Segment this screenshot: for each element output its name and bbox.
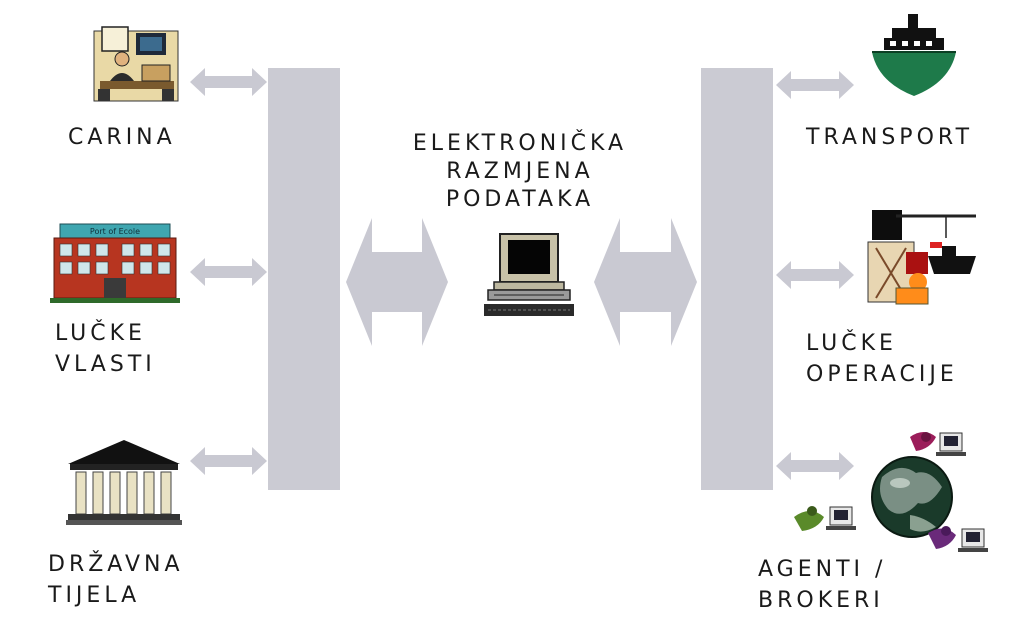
left-bus-bar bbox=[268, 68, 340, 490]
arrow-transport bbox=[776, 71, 854, 99]
label-lucke-vlasti: LUČKE VLASTI bbox=[55, 318, 156, 380]
ship-icon bbox=[872, 14, 956, 96]
label-carina: CARINA bbox=[68, 122, 176, 153]
center-label-line: PODATAKA bbox=[445, 187, 595, 212]
arrow-lucke-vlasti bbox=[190, 258, 267, 286]
label-line: OPERACIJE bbox=[806, 362, 958, 387]
port-authority-building-icon: Port of Ecole bbox=[50, 223, 180, 303]
label-line: BROKERI bbox=[758, 588, 884, 613]
port-crane-icon bbox=[867, 210, 976, 305]
computer-icon bbox=[484, 233, 574, 316]
building-sign: Port of Ecole bbox=[90, 227, 140, 236]
label-line: VLASTI bbox=[55, 352, 156, 377]
arrow-carina bbox=[190, 68, 267, 96]
office-worker-icon bbox=[93, 26, 179, 102]
center-label-line: ELEKTRONIČKA bbox=[412, 131, 628, 156]
label-line: AGENTI / bbox=[758, 557, 887, 582]
arrow-center-left bbox=[346, 218, 448, 346]
label-line: TIJELA bbox=[48, 583, 141, 608]
label-lucke-operacije: LUČKE OPERACIJE bbox=[806, 328, 958, 390]
label-line: LUČKE bbox=[55, 321, 146, 346]
label-drzavna-tijela: DRŽAVNA TIJELA bbox=[48, 549, 184, 611]
label-transport: TRANSPORT bbox=[806, 122, 973, 153]
label-line: DRŽAVNA bbox=[48, 552, 184, 577]
center-label: ELEKTRONIČKA RAZMJENA PODATAKA bbox=[380, 130, 660, 214]
label-line: LUČKE bbox=[806, 331, 897, 356]
arrow-center-right bbox=[594, 218, 697, 346]
arrow-lucke-operacije bbox=[776, 261, 854, 289]
arrow-agenti-brokeri bbox=[776, 452, 854, 480]
government-building-icon bbox=[66, 440, 182, 525]
label-line: TRANSPORT bbox=[806, 125, 974, 150]
arrow-drzavna-tijela bbox=[190, 447, 267, 475]
right-bus-bar bbox=[701, 68, 773, 490]
center-label-line: RAZMJENA bbox=[446, 159, 594, 184]
label-line: CARINA bbox=[68, 125, 176, 150]
label-agenti-brokeri: AGENTI / BROKERI bbox=[758, 554, 886, 616]
network-globe-icon bbox=[794, 432, 988, 552]
